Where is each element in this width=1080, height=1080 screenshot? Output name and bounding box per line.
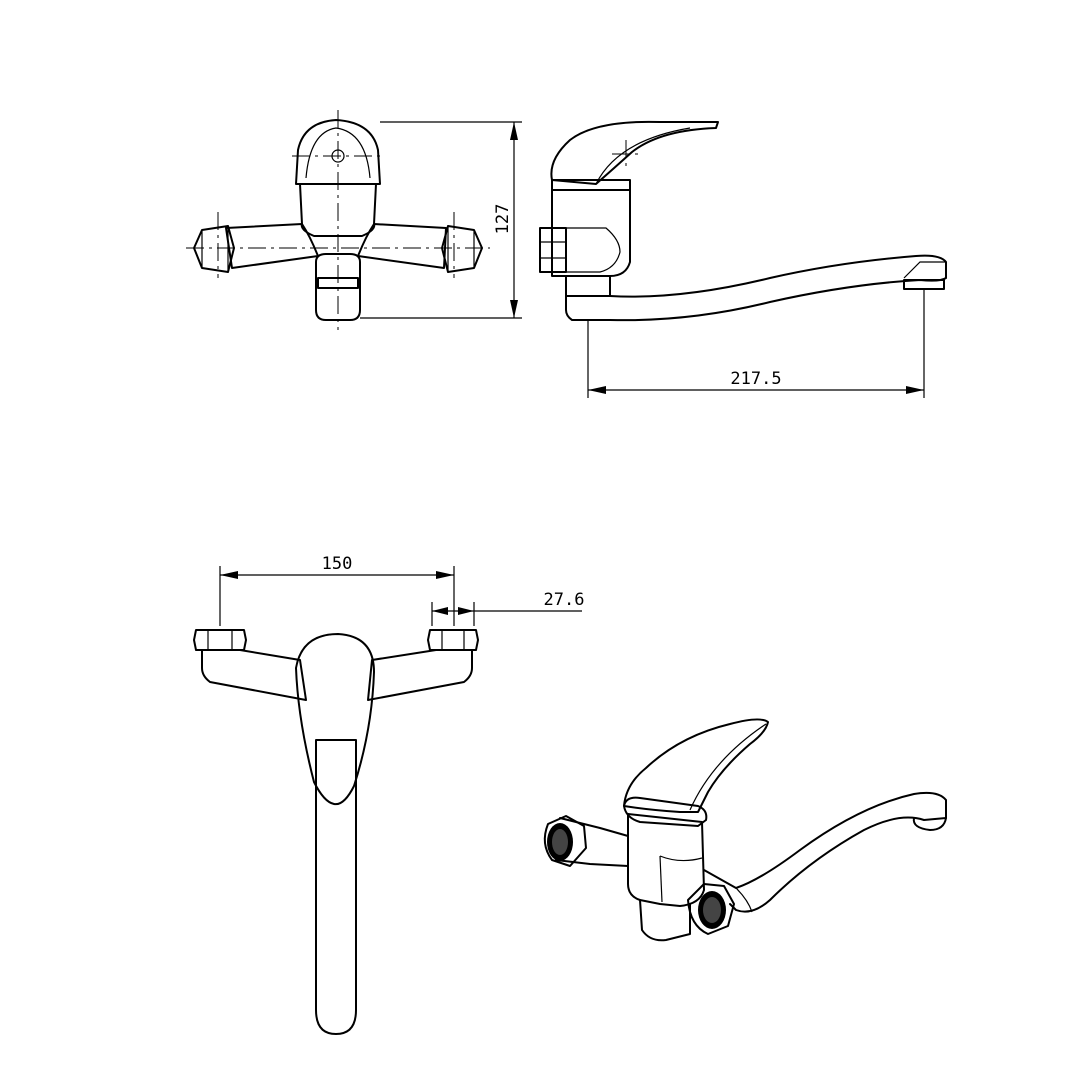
front-spout [315,253,361,321]
iso-spout-base [639,899,691,942]
top-left-arm [201,649,307,701]
iso-lever [623,718,769,813]
arrow-head [588,386,606,394]
side-body [551,189,631,277]
top-spout [315,739,357,1035]
front-view: 127 [186,110,522,330]
top-left-hex-nut [193,629,247,651]
isometric-view [543,718,947,942]
top-right-hex-nut [427,629,479,651]
arrow-head [432,607,448,615]
side-lever [550,120,719,185]
side-spout [565,254,947,322]
front-aerator [317,277,359,289]
dimension-reach-label: 217.5 [730,369,781,389]
arrow-head [510,122,518,140]
top-lever [295,633,375,806]
arrow-head [220,571,238,579]
front-lever [295,119,381,185]
iso-spout [703,791,947,913]
front-lever-inner [305,127,371,179]
side-spout-base [565,275,611,297]
arrow-head [458,607,474,615]
top-right-arm [367,649,473,701]
iso-cap [623,796,708,827]
dimension-offset-label: 27.6 [544,590,585,610]
arrow-head [436,571,454,579]
side-view: 217.5 [539,120,947,398]
side-hex-nut [539,227,567,273]
front-lever-screw [331,149,345,163]
iso-right-hex-nut [687,883,735,935]
iso-left-hex-nut [543,815,587,867]
dimension-height-label: 127 [493,204,513,235]
arrow-head [510,300,518,318]
front-body [299,183,377,237]
iso-aerator [912,817,947,831]
iso-body [627,813,705,907]
dimension-spacing-label: 150 [322,554,353,574]
side-aerator [903,279,945,290]
top-view: 150 27.6 [193,554,585,1035]
arrow-head [906,386,924,394]
